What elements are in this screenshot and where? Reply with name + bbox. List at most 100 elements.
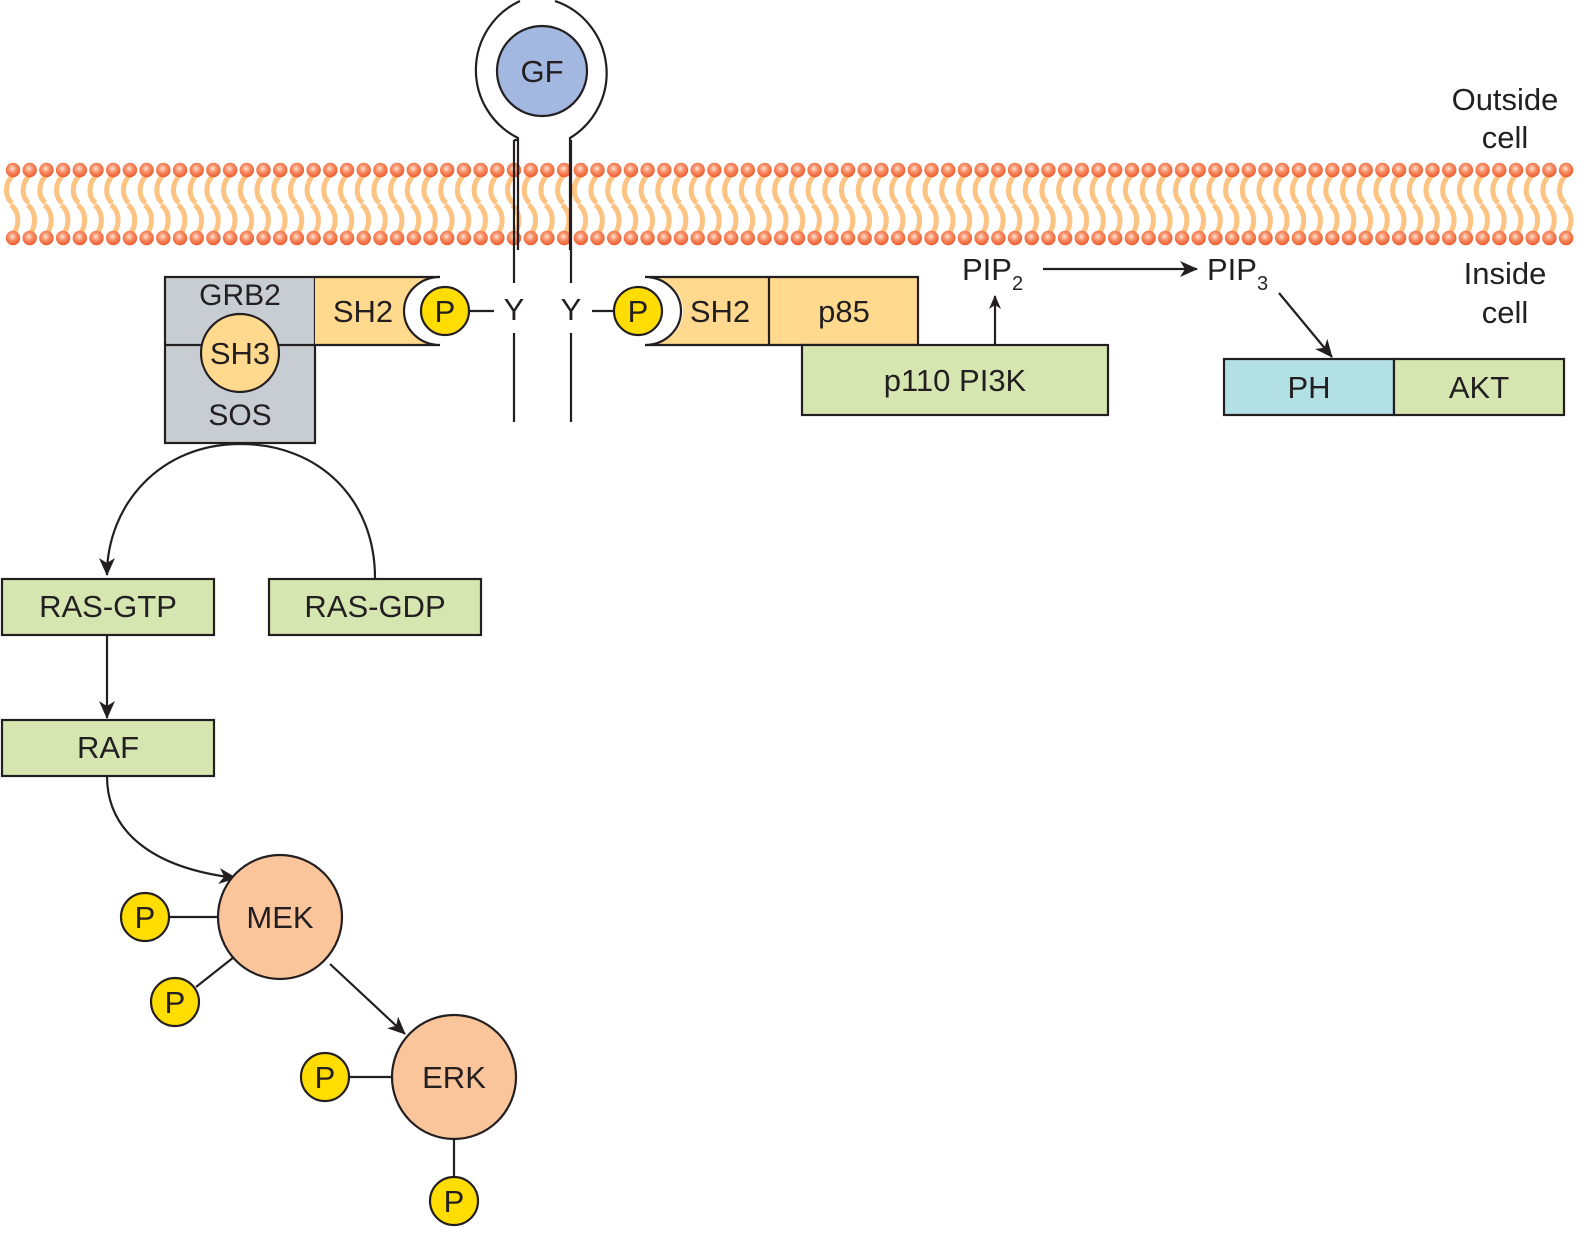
lipid-head (556, 230, 572, 246)
lipid-head (1091, 162, 1106, 178)
lipid-head (1108, 230, 1123, 246)
lipid-head (156, 162, 171, 178)
phospho-right-receptor: P (612, 285, 664, 337)
phospho-circle (612, 285, 664, 337)
growth-factor: GF (495, 24, 589, 118)
lipid-head (406, 162, 421, 178)
lipid-head (1224, 230, 1240, 246)
lipid-tail (1044, 203, 1056, 235)
lipid-head (373, 162, 388, 178)
lipid-tail (989, 173, 1001, 205)
lipid-head (1492, 230, 1507, 246)
lipid-tail (543, 203, 555, 235)
lipid-head (1492, 162, 1507, 178)
lipid-head (757, 230, 772, 246)
lipid-tail (577, 203, 589, 235)
lipid-head (1041, 162, 1056, 178)
lipid-head (824, 230, 839, 246)
lipid-head (807, 230, 822, 246)
lipid-head (573, 162, 588, 178)
phospho-circle (299, 1051, 351, 1103)
lipid-head (139, 162, 154, 178)
lipid-head (89, 162, 104, 178)
lipid-tail (271, 173, 283, 205)
lipid-tail (844, 203, 856, 235)
grb2-sh2-domain (315, 277, 438, 345)
lipid-tail (493, 203, 505, 235)
lipid-tail (1523, 173, 1535, 205)
akt-label: AKT (1449, 370, 1509, 405)
lipid-head (774, 162, 789, 178)
lipid-tail (1512, 203, 1524, 235)
lipid-tail (705, 173, 717, 205)
lipid-tail (304, 173, 316, 205)
lipid-head (540, 230, 555, 246)
lipid-tail (354, 173, 366, 205)
lipid-head (790, 162, 806, 178)
lipid-tail (961, 203, 973, 235)
lipid-tail (1557, 173, 1569, 205)
lipid-tail (1395, 203, 1407, 235)
lipid-head (1024, 162, 1039, 178)
lipid-head (206, 230, 221, 246)
lipid-head (1224, 162, 1240, 178)
raf-to-mek-arrow (105, 775, 237, 884)
lipid-head (1408, 230, 1424, 246)
lipid-head (39, 162, 54, 178)
lipid-head (840, 230, 856, 246)
lipid-tail (505, 173, 516, 205)
tyrosine-left: Y (504, 292, 525, 327)
lipid-tail (192, 203, 204, 235)
lipid-head (1024, 230, 1039, 246)
mek-label: MEK (246, 900, 314, 935)
ras-gtp-label: RAS-GTP (39, 589, 177, 624)
lipid-head (623, 230, 639, 246)
lipid-head (490, 230, 505, 246)
lipid-head (1191, 230, 1206, 246)
lipid-tail (1111, 203, 1123, 235)
lipid-head (1325, 162, 1340, 178)
lipid-head (323, 230, 338, 246)
lipid-tail (621, 173, 633, 205)
erk-circle (390, 1013, 518, 1141)
lipid-tail (1239, 173, 1251, 205)
lipid-tail (259, 203, 271, 235)
lipid-head (1375, 162, 1390, 178)
lipid-tail (727, 203, 739, 235)
lipid-tail (526, 203, 538, 235)
lipid-tail (92, 203, 104, 235)
phospho-label: P (628, 294, 649, 329)
lipid-tail (872, 173, 884, 205)
lipid-tail (1528, 203, 1540, 235)
lipid-head (1007, 162, 1023, 178)
lipid-tail (605, 173, 617, 205)
lipid-tail (237, 173, 249, 205)
lipid-head (590, 230, 605, 246)
lipid-head (189, 230, 204, 246)
lipid-tail (1545, 203, 1557, 235)
lipid-tail (1345, 203, 1357, 235)
lipid-tail (393, 203, 405, 235)
lipid-head (1007, 230, 1023, 246)
lipid-head (72, 230, 88, 246)
lipid-head (189, 162, 204, 178)
lipid-head (1341, 162, 1357, 178)
lipid-head (1475, 162, 1490, 178)
receptor: Y Y (470, 0, 616, 422)
lipid-head (222, 230, 238, 246)
lipid-head (1124, 162, 1140, 178)
lipid-tail (560, 203, 572, 235)
lipid-tail (855, 173, 867, 205)
lipid-head (890, 230, 906, 246)
lipid-head (1375, 230, 1390, 246)
outside-label-line2: cell (1482, 120, 1529, 155)
lipid-head (1542, 162, 1557, 178)
lipid-head (957, 230, 973, 246)
lipid-head (122, 230, 138, 246)
lipid-tail (955, 173, 967, 205)
lipid-head (1341, 230, 1357, 246)
lipid-tail (911, 203, 923, 235)
lipid-head (55, 162, 71, 178)
lipid-head (690, 230, 705, 246)
lipid-head (807, 162, 822, 178)
